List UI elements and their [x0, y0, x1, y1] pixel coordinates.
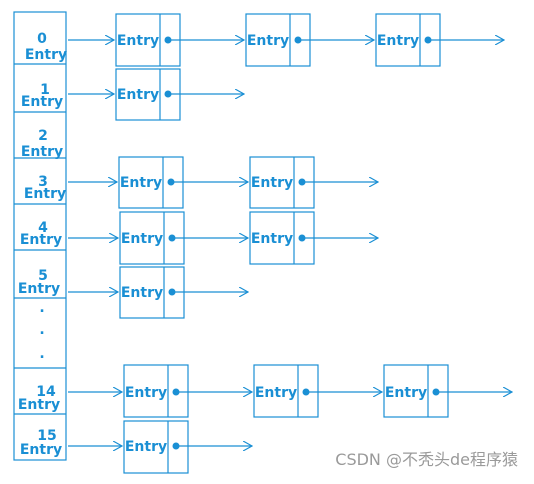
next-pointer-dot: [298, 234, 306, 242]
bucket-index: 3: [38, 174, 48, 190]
entry-node-label: Entry: [125, 385, 167, 401]
next-pointer-dot: [172, 388, 180, 396]
bucket-index: 5: [38, 268, 48, 284]
bucket-array: 0Entry1Entry2Entry3Entry4Entry5Entry...1…: [13, 11, 67, 461]
bucket-label: Entry: [25, 47, 67, 63]
next-pointer-dot: [172, 442, 180, 450]
entry-node: Entry: [249, 211, 378, 265]
entry-node-label: Entry: [385, 385, 427, 401]
bucket-index: 0: [37, 31, 47, 47]
entry-node: Entry: [119, 266, 248, 319]
entry-node-label: Entry: [377, 33, 419, 49]
next-pointer-dot: [424, 36, 432, 44]
entry-node-label: Entry: [251, 175, 293, 191]
entry-node: Entry: [118, 156, 248, 209]
next-pointer-dot: [432, 388, 440, 396]
bucket-label: Entry: [20, 232, 62, 248]
entry-node: Entry: [115, 68, 244, 121]
bucket-index: .: [39, 300, 44, 316]
entry-node-label: Entry: [247, 33, 289, 49]
bucket-index: 1: [40, 82, 50, 98]
entry-node-box: [383, 364, 449, 418]
next-pointer-dot: [164, 90, 172, 98]
next-pointer-dot: [302, 388, 310, 396]
entry-node: Entry: [115, 13, 244, 67]
bucket-label: Entry: [24, 186, 66, 202]
entry-node: Entry: [245, 13, 374, 67]
entry-node-label: Entry: [121, 285, 163, 301]
bucket-index: 14: [36, 384, 56, 400]
bucket-index: 2: [38, 128, 48, 144]
bucket-index: 15: [37, 428, 56, 444]
next-pointer-dot: [298, 178, 306, 186]
next-pointer-dot: [294, 36, 302, 44]
entry-node: Entry: [253, 364, 382, 418]
bucket-label: Entry: [21, 94, 63, 110]
bucket-index: .: [39, 322, 44, 338]
entry-node-label: Entry: [255, 385, 297, 401]
bucket-label: Entry: [21, 144, 63, 160]
bucket-label: Entry: [18, 397, 60, 413]
entry-node-label: Entry: [117, 87, 159, 103]
bucket-index: .: [39, 346, 44, 362]
next-pointer-dot: [168, 288, 176, 296]
entry-node-label: Entry: [117, 33, 159, 49]
entry-node-label: Entry: [121, 231, 163, 247]
bucket-label: Entry: [20, 442, 62, 458]
entry-node-label: Entry: [125, 439, 167, 455]
entry-node-label: Entry: [120, 175, 162, 191]
entry-node: Entry: [383, 364, 512, 418]
entry-node-box: [123, 420, 189, 474]
bucket-array-frame: [13, 11, 67, 461]
next-pointer-dot: [168, 234, 176, 242]
bucket-index: 4: [38, 220, 48, 236]
next-pointer-dot: [164, 36, 172, 44]
entry-node: Entry: [249, 156, 378, 209]
entry-node: Entry: [123, 420, 252, 474]
next-pointer-dot: [167, 178, 175, 186]
watermark: CSDN @不秃头de程序猿: [335, 450, 518, 469]
bucket-label: Entry: [18, 281, 60, 297]
entry-node-label: Entry: [251, 231, 293, 247]
entry-node: Entry: [123, 364, 252, 418]
entry-node-box: [253, 364, 319, 418]
entry-node: Entry: [375, 13, 504, 67]
entry-node: Entry: [119, 211, 248, 265]
entry-node-box: [123, 364, 189, 418]
